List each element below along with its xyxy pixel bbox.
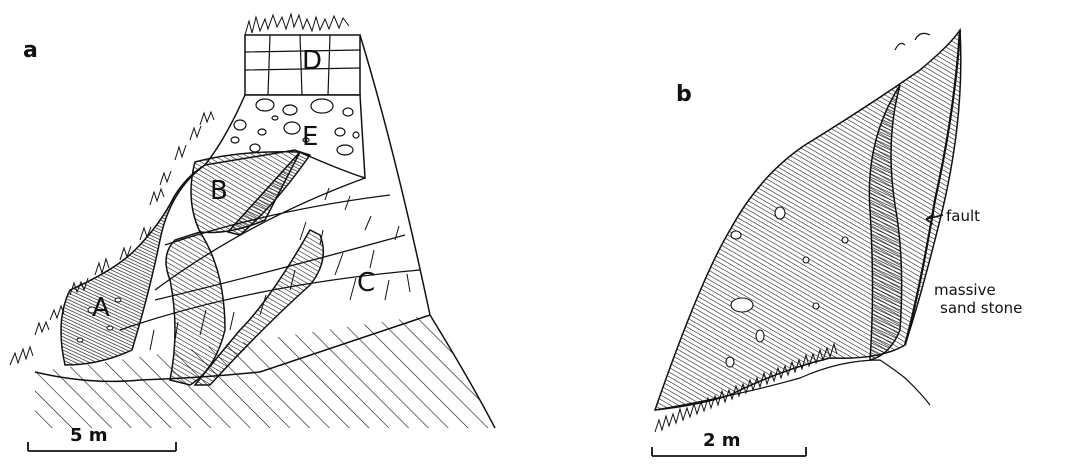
panel-b-letter: b [676, 82, 692, 107]
panel-b-body [655, 30, 961, 410]
annotation-sandstone: sand stone [940, 300, 1022, 317]
panel-a-drawing [10, 14, 495, 428]
unit-label-e: E [302, 124, 318, 150]
panel-b-drawing [655, 30, 961, 432]
panel-b-fault-splay [895, 33, 930, 50]
unit-label-b: B [210, 178, 228, 204]
scale-label-b: 2 m [703, 430, 741, 451]
unit-label-d: D [302, 48, 322, 74]
grass-top [245, 14, 349, 35]
annotation-fault: fault [946, 208, 980, 225]
panel-a-letter: a [23, 38, 38, 63]
scale-label-a: 5 m [70, 425, 108, 446]
unit-label-c: C [357, 270, 375, 296]
unit-label-a: A [92, 295, 110, 321]
annotation-massive: massive [934, 282, 996, 299]
